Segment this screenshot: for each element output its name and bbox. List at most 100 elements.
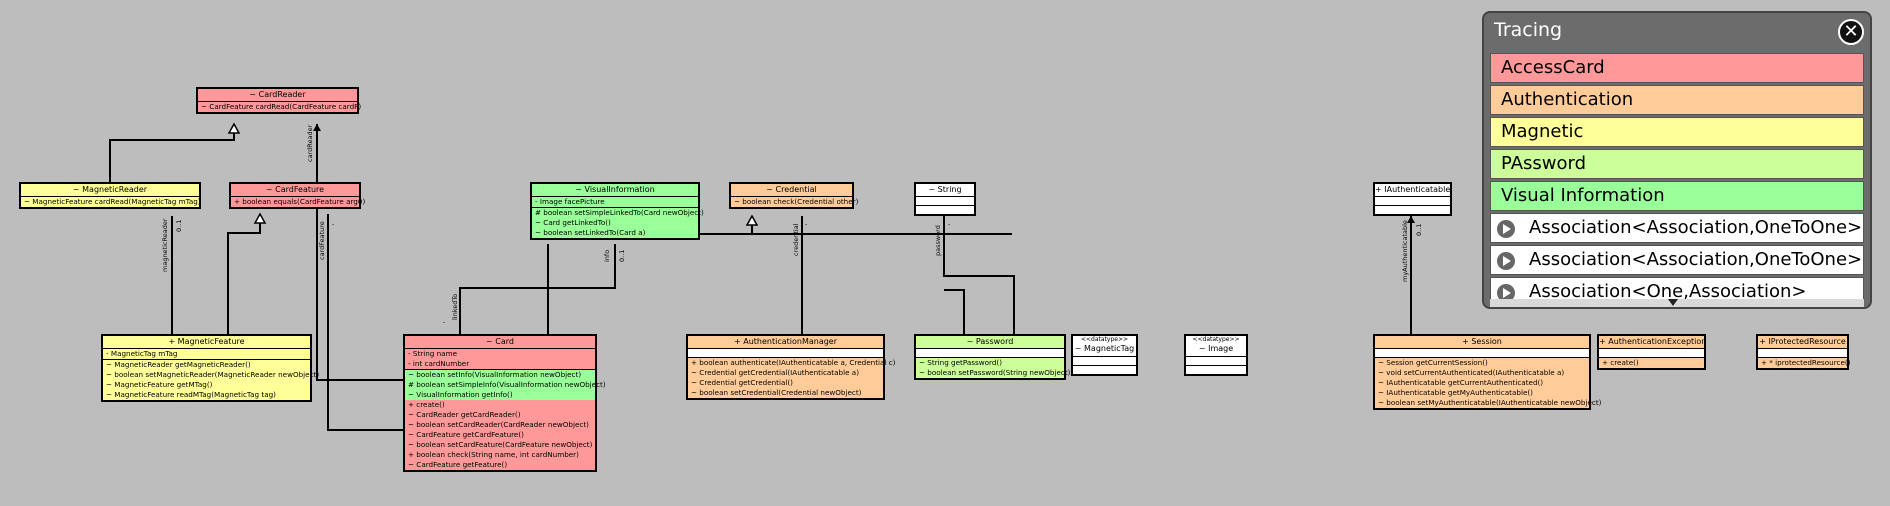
class-member[interactable]: ~ CardReader getCardReader() — [405, 410, 595, 420]
play-icon[interactable] — [1497, 220, 1515, 238]
class-member[interactable]: # boolean setSimpleLinkedTo(Card newObje… — [532, 208, 704, 218]
class-member[interactable]: - Image facePicture — [532, 197, 698, 207]
class-header[interactable]: ~ CardReader — [198, 89, 357, 102]
class-name: + AuthenticationException — [1599, 337, 1707, 346]
class-iprotectedresource[interactable]: + IProtectedResource + * iprotectedResour… — [1756, 334, 1851, 370]
class-member[interactable]: ~ Credential getCredential(IAuthenticata… — [688, 368, 883, 378]
class-member[interactable]: - String name — [405, 349, 595, 359]
class-member[interactable]: ~ String getPassword() — [916, 358, 1064, 368]
class-header[interactable]: ~ CardFeature — [231, 184, 359, 197]
class-member[interactable]: + boolean check(String name, int cardNum… — [405, 450, 595, 460]
class-header[interactable]: + MagneticFeature — [103, 336, 310, 349]
class-name: ~ VisualInformation — [575, 185, 655, 194]
association-item[interactable]: Association<Association,OneToOne> — [1490, 213, 1864, 243]
operations-compartment: ~ String getPassword()~ boolean setPassw… — [916, 358, 1071, 378]
class-member[interactable]: ~ boolean setCredential(Credential newOb… — [688, 388, 883, 398]
attributes-compartment — [1375, 349, 1589, 358]
class-member[interactable]: ~ MagneticFeature readMTag(MagneticTag t… — [103, 390, 310, 400]
attributes-compartment: - String name- int cardNumber — [405, 349, 595, 370]
class-magnetictag[interactable]: <<datatype>>~ MagneticTag — [1071, 334, 1138, 376]
class-member[interactable]: - MagneticTag mTag — [103, 349, 310, 359]
close-icon: ✕ — [1843, 21, 1859, 42]
class-header[interactable]: <<datatype>>~ Image — [1186, 336, 1246, 357]
class-image[interactable]: <<datatype>>~ Image — [1184, 334, 1248, 376]
class-authenticationexception[interactable]: + AuthenticationException + create() — [1597, 334, 1706, 370]
operations-compartment — [1375, 206, 1450, 214]
class-cardreader[interactable]: ~ CardReader~ CardFeature cardRead(CardF… — [196, 87, 361, 114]
class-name: ~ MagneticTag — [1074, 344, 1135, 353]
association-item[interactable]: Association<Association,OneToOne> — [1490, 245, 1864, 275]
class-header[interactable]: + IProtectedResource — [1758, 336, 1847, 349]
class-header[interactable]: ~ Password — [916, 336, 1064, 349]
class-header[interactable]: ~ VisualInformation — [532, 184, 698, 197]
class-visualinformation[interactable]: ~ VisualInformation - Image facePicture# … — [530, 182, 704, 240]
assoc-label-credential: credential — [792, 223, 800, 257]
assoc-label-myauthenticatable: myAuthenticatable — [1401, 220, 1409, 282]
play-icon[interactable] — [1497, 252, 1515, 270]
class-member[interactable]: ~ CardFeature getFeature() — [405, 460, 595, 470]
assoc-label-cardreader: cardReader — [306, 124, 314, 162]
class-authenticationmanager[interactable]: + AuthenticationManager + boolean authent… — [686, 334, 895, 400]
class-member[interactable]: ~ IAuthenticatable getCurrentAuthenticat… — [1375, 378, 1589, 388]
stereotype-label: <<datatype>> — [1192, 336, 1240, 343]
class-member[interactable]: ~ boolean setInfo(VisualInformation newO… — [405, 370, 595, 380]
class-member[interactable]: ~ Card getLinkedTo() — [532, 218, 698, 228]
class-member[interactable]: + boolean equals(CardFeature arg0) — [231, 197, 365, 207]
class-member[interactable]: ~ boolean setMagneticReader(MagneticRead… — [103, 370, 319, 380]
class-member[interactable]: ~ MagneticReader getMagneticReader() — [103, 360, 310, 370]
scroll-down-indicator[interactable] — [1490, 299, 1864, 307]
trace-tag-item[interactable]: Visual Information — [1490, 181, 1864, 211]
class-member[interactable]: ~ Credential getCredential() — [688, 378, 883, 388]
class-header[interactable]: ~ String — [916, 184, 974, 197]
class-member[interactable]: # boolean setSimpleInfo(VisualInformatio… — [405, 380, 606, 390]
class-member[interactable]: + create() — [1599, 358, 1704, 368]
trace-tag-item[interactable]: AccessCard — [1490, 53, 1864, 83]
assoc-multiplicity: - — [948, 220, 951, 228]
close-button[interactable]: ✕ — [1838, 19, 1864, 45]
class-name: ~ MagneticReader — [72, 185, 148, 194]
class-member[interactable]: ~ CardFeature getCardFeature() — [405, 430, 595, 440]
class-member[interactable]: ~ boolean setLinkedTo(Card a) — [532, 228, 698, 238]
class-member[interactable]: ~ boolean check(Credential other) — [731, 197, 858, 207]
class-member[interactable]: ~ VisualInformation getInfo() — [405, 390, 595, 400]
play-icon[interactable] — [1497, 284, 1515, 302]
class-member[interactable]: ~ void setCurrentAuthenticated(IAuthenti… — [1375, 368, 1589, 378]
class-credential[interactable]: ~ Credential~ boolean check(Credential o… — [729, 182, 858, 209]
class-member[interactable]: ~ CardFeature cardRead(CardFeature cardF… — [198, 102, 361, 112]
trace-tag-item[interactable]: PAssword — [1490, 149, 1864, 179]
class-header[interactable]: + IAuthenticatable — [1375, 184, 1450, 197]
class-member[interactable]: - int cardNumber — [405, 359, 595, 369]
class-magneticreader[interactable]: ~ MagneticReader ~ MagneticFeature cardRe… — [19, 182, 201, 209]
class-iauthenticatable[interactable]: + IAuthenticatable — [1373, 182, 1452, 216]
class-member[interactable]: ~ boolean setCardReader(CardReader newOb… — [405, 420, 595, 430]
class-member[interactable]: ~ IAuthenticatable getMyAuthenticatable(… — [1375, 388, 1589, 398]
class-member[interactable]: ~ boolean setMyAuthenticatable(IAuthenti… — [1375, 398, 1601, 408]
class-magneticfeature[interactable]: + MagneticFeature- MagneticTag mTag~ Mag… — [101, 334, 319, 402]
class-header[interactable]: <<datatype>>~ MagneticTag — [1073, 336, 1136, 357]
class-member[interactable]: + boolean authenticate(IAuthenticatable … — [688, 358, 895, 368]
class-header[interactable]: ~ Credential — [731, 184, 852, 197]
class-member[interactable]: + create() — [405, 400, 595, 410]
class-session[interactable]: + Session~ Session getCurrentSession()~ … — [1373, 334, 1601, 410]
class-member[interactable]: + * iprotectedResource() — [1758, 358, 1851, 368]
class-header[interactable]: ~ MagneticReader — [21, 184, 199, 197]
attributes-compartment — [1599, 349, 1704, 358]
class-cardfeature[interactable]: ~ CardFeature+ boolean equals(CardFeatur… — [229, 182, 365, 209]
class-password[interactable]: ~ Password ~ String getPassword()~ boolea… — [914, 334, 1071, 380]
class-member[interactable]: ~ MagneticFeature cardRead(MagneticTag m… — [21, 197, 201, 207]
class-string[interactable]: ~ String — [914, 182, 976, 216]
trace-tag-item[interactable]: Authentication — [1490, 85, 1864, 115]
class-card[interactable]: ~ Card- String name- int cardNumber~ boo… — [403, 334, 606, 472]
class-header[interactable]: ~ Card — [405, 336, 595, 349]
trace-tag-item[interactable]: Magnetic — [1490, 117, 1864, 147]
class-member[interactable]: ~ Session getCurrentSession() — [1375, 358, 1589, 368]
class-header[interactable]: + AuthenticationManager — [688, 336, 883, 349]
assoc-multiplicity: - — [805, 220, 808, 228]
class-header[interactable]: + AuthenticationException — [1599, 336, 1707, 349]
class-member[interactable]: ~ boolean setPassword(String newObject) — [916, 368, 1071, 378]
class-header[interactable]: + Session — [1375, 336, 1589, 349]
operations-compartment: ~ MagneticFeature cardRead(MagneticTag m… — [21, 197, 201, 207]
class-member[interactable]: ~ MagneticFeature getMTag() — [103, 380, 310, 390]
class-member[interactable]: ~ boolean setCardFeature(CardFeature new… — [405, 440, 595, 450]
